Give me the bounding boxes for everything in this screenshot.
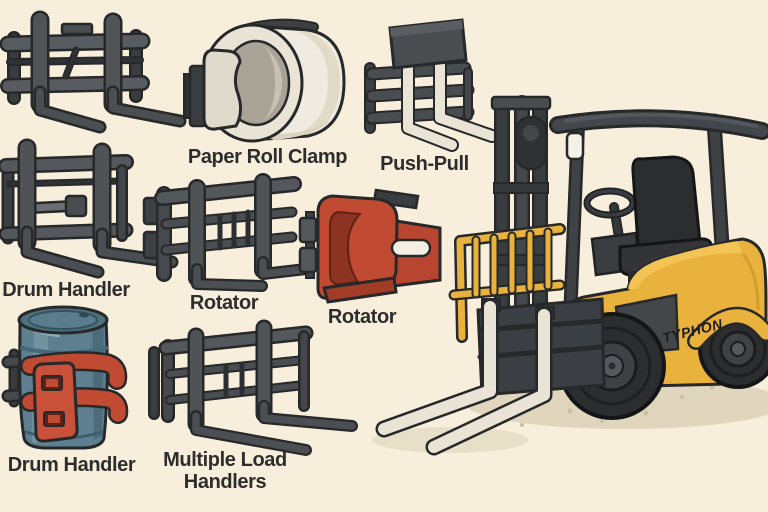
load-backrest <box>448 223 566 343</box>
drum-handler-drum-icon <box>1 305 129 450</box>
paper-roll-clamp-icon <box>183 18 346 143</box>
rotator-red-illustration <box>298 184 448 334</box>
rear-fender <box>687 307 768 350</box>
standard-forks-icon <box>0 10 187 134</box>
drum-handler-drum-illustration <box>1 300 144 458</box>
forklift-illustration: TYPHON <box>370 95 768 465</box>
rotator-gray-icon <box>142 173 312 292</box>
rotator-gray-label: Rotator <box>189 292 259 314</box>
mast <box>490 95 552 359</box>
forks <box>375 298 555 456</box>
paper-roll-clamp-label: Paper Roll Clamp <box>187 146 348 168</box>
multiple-load-handlers-icon <box>148 319 358 456</box>
rotator-red-label: Rotator <box>327 306 397 328</box>
multiple-load-handlers-label-line1: Multiple Load <box>163 449 287 471</box>
multiple-load-handlers-label: Multiple Load Handlers <box>145 449 305 494</box>
multiple-load-handlers-label-line2: Handlers <box>183 471 267 494</box>
multiple-load-handlers-illustration <box>144 316 364 461</box>
paper-roll-clamp-illustration <box>178 16 366 148</box>
rotator-gray-illustration <box>142 173 314 322</box>
drum-handler-forks-illustration <box>0 138 180 280</box>
drum-handler-forks-icon <box>0 138 179 279</box>
rotator-red-icon <box>298 188 442 304</box>
drum-handler-drum-label: Drum Handler <box>7 454 136 476</box>
standard-forks-illustration <box>0 10 192 138</box>
mirror <box>565 131 585 161</box>
drum-handler-forks-label: Drum Handler <box>2 279 130 301</box>
push-pull-illustration <box>360 16 500 156</box>
push-pull-icon <box>364 18 499 152</box>
forklift-icon: TYPHON <box>372 95 768 456</box>
push-pull-label: Push-Pull <box>380 153 469 175</box>
